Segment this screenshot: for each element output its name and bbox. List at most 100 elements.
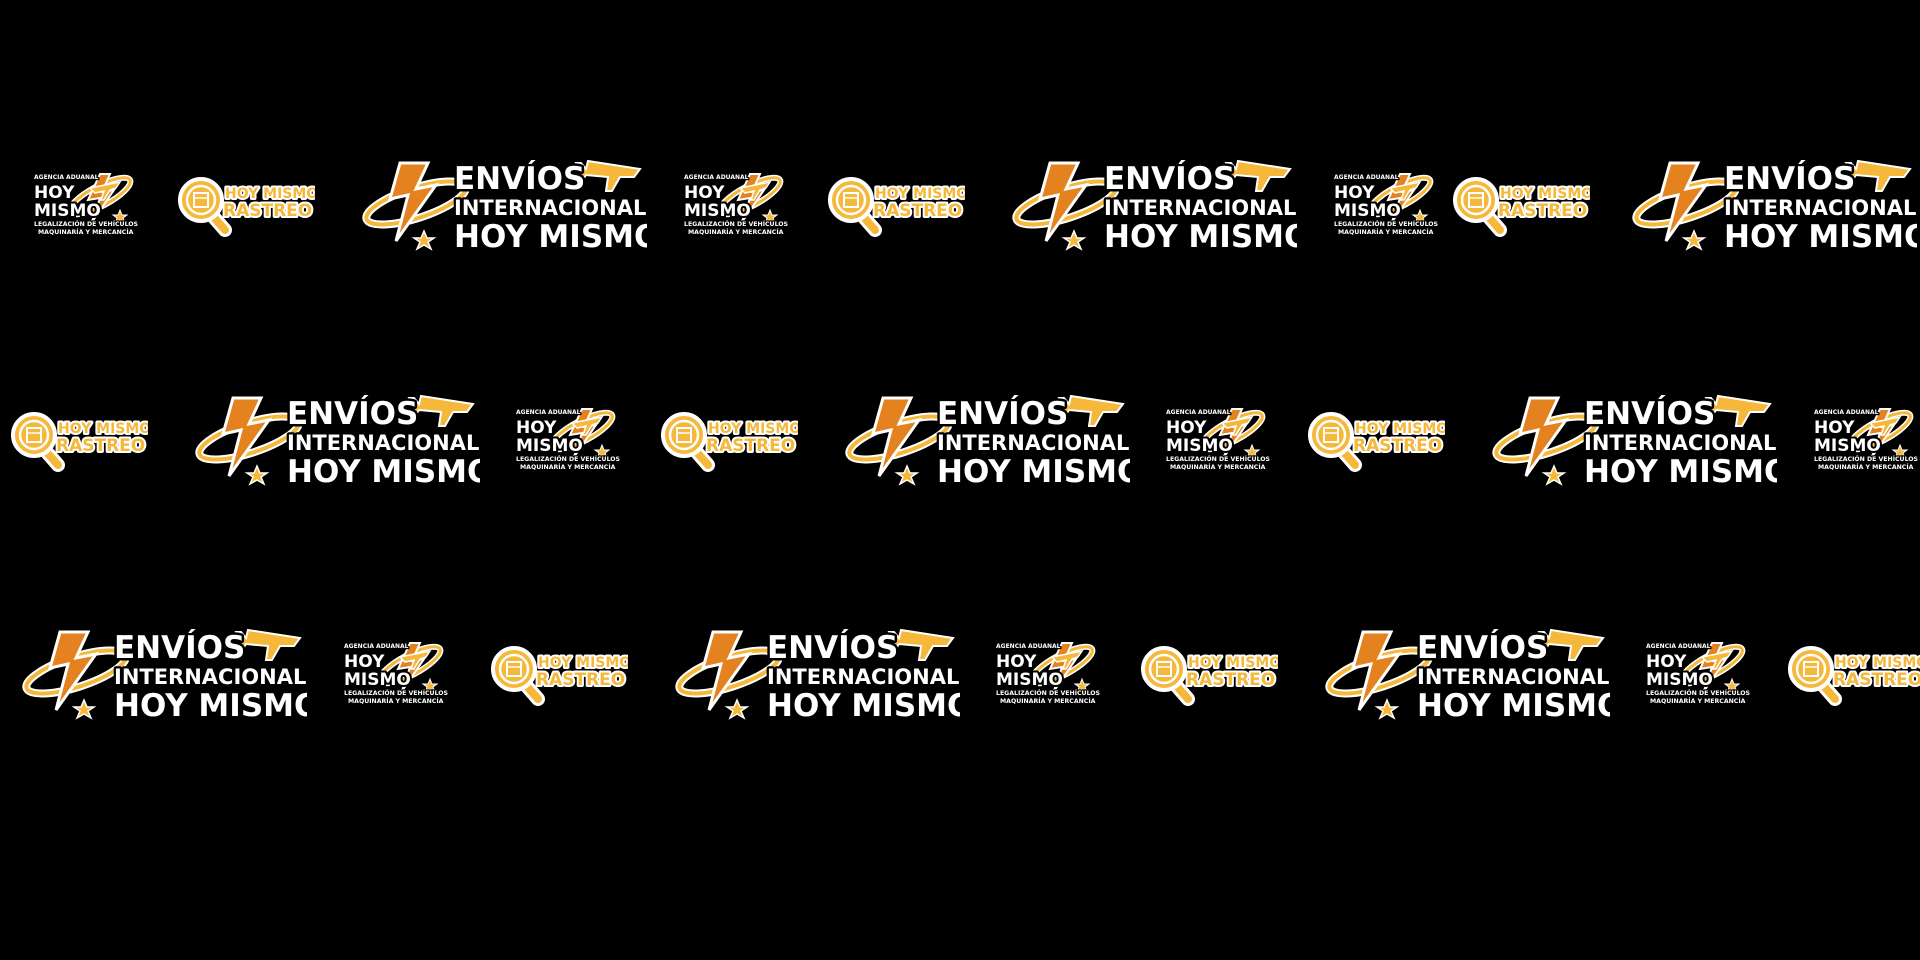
lightning-orbit-plane-icon [1492, 394, 1772, 486]
envios-internacionales-logo-r3-1: ENVÍOS INTERNACIONALES HOY MISMO [22, 624, 307, 724]
magnifier-package-icon [1453, 177, 1507, 237]
hoy-mismo-rastreo-logo-r1-5: HOY MISMO RASTREO [825, 170, 965, 240]
envios-line3: HOY MISMO [1417, 688, 1610, 724]
agencia-aduanal-logo-r2-6: AGENCIA ADUANAL HOY MISMO LEGALIZACIÓN D… [1162, 405, 1272, 475]
agencia-line4: LEGALIZACIÓN DE VEHÍCULOS [344, 688, 448, 697]
agencia-line4: LEGALIZACIÓN DE VEHÍCULOS [996, 688, 1100, 697]
lightning-plane-orbit-icon [1846, 408, 1914, 460]
agencia-line3: MISMO [1814, 436, 1881, 456]
agencia-line5: MAQUINARÍA Y MERCANCÍA [1818, 462, 1914, 471]
rastreo-line2: RASTREO [1186, 670, 1275, 690]
envios-line2: INTERNACIONALES [114, 665, 307, 689]
lightning-plane-orbit-icon [376, 642, 444, 694]
rastreo-line2: RASTREO [1833, 670, 1920, 690]
lightning-plane-orbit-icon [716, 173, 784, 225]
agencia-line4: LEGALIZACIÓN DE VEHÍCULOS [34, 219, 138, 228]
agencia-aduanal-logo-r3-2: AGENCIA ADUANAL HOY MISMO LEGALIZACIÓN D… [340, 639, 450, 709]
lightning-orbit-plane-icon [22, 628, 302, 720]
envios-line1: ENVÍOS [1724, 161, 1855, 197]
envios-line1: ENVÍOS [287, 396, 418, 432]
agencia-aduanal-logo-r2-3: AGENCIA ADUANAL HOY MISMO LEGALIZACIÓN D… [512, 405, 622, 475]
agencia-line4: LEGALIZACIÓN DE VEHÍCULOS [684, 219, 788, 228]
agencia-line5: MAQUINARÍA Y MERCANCÍA [520, 462, 616, 471]
agencia-line2: HOY [1646, 652, 1687, 672]
envios-line3: HOY MISMO [1724, 219, 1917, 255]
magnifier-package-icon [1308, 412, 1362, 472]
rastreo-line1: HOY MISMO [1835, 655, 1920, 671]
lightning-plane-orbit-icon [1028, 642, 1096, 694]
agencia-line3: MISMO [684, 201, 751, 221]
agencia-line3: MISMO [344, 670, 411, 690]
envios-internacionales-logo-r1-3: ENVÍOS INTERNACIONALES HOY MISMO [362, 155, 647, 255]
magnifier-package-icon [828, 177, 882, 237]
rastreo-line2: RASTREO [536, 670, 625, 690]
lightning-orbit-plane-icon [845, 394, 1125, 486]
lightning-orbit-plane-icon [675, 628, 955, 720]
lightning-plane-orbit-icon [66, 173, 134, 225]
lightning-orbit-plane-icon [1012, 159, 1292, 251]
agencia-line2: HOY [996, 652, 1037, 672]
envios-line1: ENVÍOS [1104, 161, 1235, 197]
envios-line1: ENVÍOS [937, 396, 1068, 432]
hoy-mismo-rastreo-logo-r1-8: HOY MISMO RASTREO [1450, 170, 1590, 240]
agencia-line5: MAQUINARÍA Y MERCANCÍA [1338, 227, 1434, 236]
rastreo-line2: RASTREO [223, 201, 312, 221]
magnifier-package-icon [11, 412, 65, 472]
envios-line2: INTERNACIONALES [1417, 665, 1610, 689]
rastreo-line2: RASTREO [873, 201, 962, 221]
rastreo-line2: RASTREO [56, 436, 145, 456]
agencia-line4: LEGALIZACIÓN DE VEHÍCULOS [1334, 219, 1438, 228]
agencia-line2: HOY [516, 418, 557, 438]
envios-internacionales-logo-r1-9: ENVÍOS INTERNACIONALES HOY MISMO [1632, 155, 1917, 255]
agencia-line5: MAQUINARÍA Y MERCANCÍA [1650, 696, 1746, 705]
agencia-aduanal-logo-r3-8: AGENCIA ADUANAL HOY MISMO LEGALIZACIÓN D… [1642, 639, 1752, 709]
agencia-line1: AGENCIA ADUANAL [344, 643, 409, 650]
envios-line2: INTERNACIONALES [287, 431, 480, 455]
rastreo-line1: HOY MISMO [225, 186, 315, 202]
lightning-orbit-plane-icon [195, 394, 475, 486]
envios-internacionales-logo-r3-4: ENVÍOS INTERNACIONALES HOY MISMO [675, 624, 960, 724]
agencia-line1: AGENCIA ADUANAL [996, 643, 1061, 650]
magnifier-package-icon [178, 177, 232, 237]
agencia-line1: AGENCIA ADUANAL [1334, 174, 1399, 181]
agencia-line4: LEGALIZACIÓN DE VEHÍCULOS [1814, 454, 1918, 463]
envios-internacionales-logo-r2-8: ENVÍOS INTERNACIONALES HOY MISMO [1492, 390, 1777, 490]
agencia-aduanal-logo-r1-1: AGENCIA ADUANAL HOY MISMO LEGALIZACIÓN D… [30, 170, 140, 240]
lightning-plane-orbit-icon [1678, 642, 1746, 694]
envios-line2: INTERNACIONALES [1104, 196, 1297, 220]
envios-line3: HOY MISMO [767, 688, 960, 724]
envios-line1: ENVÍOS [114, 630, 245, 666]
envios-line3: HOY MISMO [454, 219, 647, 255]
hoy-mismo-rastreo-logo-r3-6: HOY MISMO RASTREO [1138, 639, 1278, 709]
envios-line3: HOY MISMO [287, 454, 480, 490]
agencia-line3: MISMO [34, 201, 101, 221]
agencia-line3: MISMO [996, 670, 1063, 690]
lightning-orbit-plane-icon [362, 159, 642, 251]
envios-line2: INTERNACIONALES [1724, 196, 1917, 220]
lightning-plane-orbit-icon [548, 408, 616, 460]
agencia-line2: HOY [1814, 418, 1855, 438]
envios-internacionales-logo-r2-2: ENVÍOS INTERNACIONALES HOY MISMO [195, 390, 480, 490]
envios-line2: INTERNACIONALES [454, 196, 647, 220]
agencia-line1: AGENCIA ADUANAL [1646, 643, 1711, 650]
hoy-mismo-rastreo-logo-r1-2: HOY MISMO RASTREO [175, 170, 315, 240]
hoy-mismo-rastreo-logo-r2-4: HOY MISMO RASTREO [658, 405, 798, 475]
agencia-aduanal-logo-r1-4: AGENCIA ADUANAL HOY MISMO LEGALIZACIÓN D… [680, 170, 790, 240]
agencia-line1: AGENCIA ADUANAL [684, 174, 749, 181]
lightning-orbit-plane-icon [1325, 628, 1605, 720]
agencia-line4: LEGALIZACIÓN DE VEHÍCULOS [1166, 454, 1270, 463]
magnifier-package-icon [661, 412, 715, 472]
agencia-line2: HOY [344, 652, 385, 672]
rastreo-line1: HOY MISMO [1188, 655, 1278, 671]
hoy-mismo-rastreo-logo-r3-3: HOY MISMO RASTREO [488, 639, 628, 709]
rastreo-line1: HOY MISMO [58, 421, 148, 437]
rastreo-line1: HOY MISMO [875, 186, 965, 202]
rastreo-line1: HOY MISMO [708, 421, 798, 437]
envios-internacionales-logo-r2-5: ENVÍOS INTERNACIONALES HOY MISMO [845, 390, 1130, 490]
hoy-mismo-rastreo-logo-r2-1: HOY MISMO RASTREO [8, 405, 148, 475]
agencia-aduanal-logo-r2-9: AGENCIA ADUANAL HOY MISMO LEGALIZACIÓN D… [1810, 405, 1920, 475]
magnifier-package-icon [491, 646, 545, 706]
agencia-line1: AGENCIA ADUANAL [1814, 409, 1879, 416]
envios-line3: HOY MISMO [937, 454, 1130, 490]
